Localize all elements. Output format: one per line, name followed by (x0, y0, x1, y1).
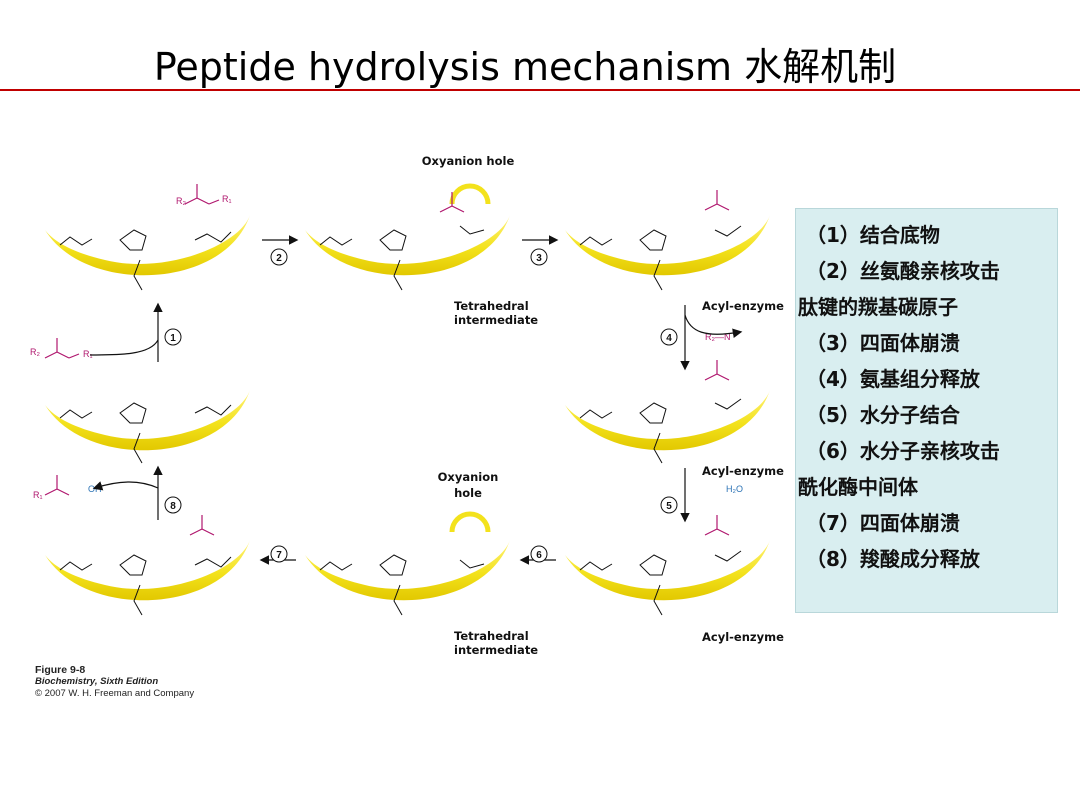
title-divider (0, 89, 1080, 91)
enzyme-panel-top-middle (305, 215, 510, 276)
page-title: Peptide hydrolysis mechanism 水解机制 (153, 45, 897, 89)
step-number-2: 2 (276, 253, 282, 264)
acyl-enzyme-label-2: Acyl-enzyme (702, 464, 784, 478)
figure-caption: Figure 9-8 Biochemistry, Sixth Edition ©… (35, 664, 194, 700)
caption-figure-number: Figure 9-8 (35, 664, 86, 676)
caption-copyright: © 2007 W. H. Freeman and Company (35, 688, 195, 699)
step-number-4: 4 (666, 333, 672, 344)
tetrahedral-label-bottom-1: Tetrahedral (454, 629, 529, 643)
mechanism-diagram: R₂ R₁ R₂ R₁ R₁ OH R₂—N 1 2 3 4 5 6 7 8 O… (30, 154, 784, 657)
amine-label: R₂—N (705, 332, 731, 342)
step-number-3: 3 (536, 253, 542, 264)
water-label: H₂O (726, 484, 743, 494)
step-text-5: （5）水分子结合 (806, 403, 960, 427)
step-number-6: 6 (536, 550, 542, 561)
step-number-8: 8 (170, 501, 176, 512)
enzyme-panel-bottom-middle (305, 540, 510, 601)
oxyanion-label-bottom-1: Oxyanion (438, 470, 499, 484)
step-text-2: （2）丝氨酸亲核攻击 (806, 259, 1000, 283)
enzyme-panel-mid-left (45, 390, 250, 451)
step-text-7: （7）四面体崩溃 (806, 511, 960, 535)
acyl-enzyme-label-3: Acyl-enzyme (702, 630, 784, 644)
oxyanion-hole-ring-top (449, 183, 491, 205)
step-text-2-cont: 肽键的羰基碳原子 (798, 295, 958, 319)
step-text-1: （1）结合底物 (806, 223, 940, 247)
oxyanion-label-bottom-2: hole (454, 486, 482, 500)
r1-label: R₁ (222, 194, 232, 204)
enzyme-panel-top-right (565, 215, 770, 276)
step-number-7: 7 (276, 550, 282, 561)
substrate-r1-label: R₁ (83, 349, 93, 359)
step-text-6-cont: 酰化酶中间体 (798, 475, 918, 499)
acyl-enzyme-label-1: Acyl-enzyme (702, 299, 784, 313)
oxyanion-hole-ring-bottom (449, 511, 491, 533)
enzyme-panel-top-left (45, 215, 250, 276)
enzyme-panel-mid-right (565, 390, 770, 451)
substrate-r2-label: R₂ (30, 347, 40, 357)
step-text-6: （6）水分子亲核攻击 (806, 439, 1000, 463)
r2-label: R₂ (176, 196, 186, 206)
step-number-5: 5 (666, 501, 672, 512)
step-text-4: （4）氨基组分释放 (806, 367, 980, 391)
enzyme-panel-bottom-left (45, 540, 250, 601)
acid-oh-label: OH (88, 484, 102, 494)
caption-book: Biochemistry, Sixth Edition (35, 676, 159, 687)
tetrahedral-label-top-2: intermediate (454, 313, 538, 327)
enzyme-panel-bottom-right (565, 540, 770, 601)
acid-r1-label: R₁ (33, 490, 43, 500)
oxyanion-hole-label-top: Oxyanion hole (422, 154, 515, 168)
steps-summary-box: （1）结合底物 （2）丝氨酸亲核攻击 肽键的羰基碳原子 （3）四面体崩溃 （4）… (795, 208, 1058, 613)
step-number-1: 1 (170, 333, 176, 344)
step-text-3: （3）四面体崩溃 (806, 331, 960, 355)
tetrahedral-label-bottom-2: intermediate (454, 643, 538, 657)
tetrahedral-label-top-1: Tetrahedral (454, 299, 529, 313)
step-text-8: （8）羧酸成分释放 (806, 547, 980, 571)
